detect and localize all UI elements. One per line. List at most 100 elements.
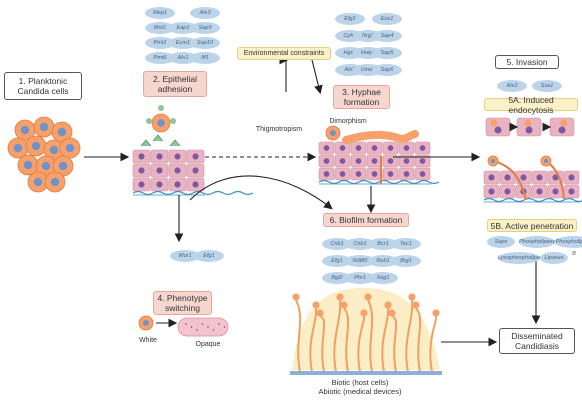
adhesion-epithelium-nucleus — [174, 181, 181, 188]
biofilm-yeast — [292, 293, 300, 301]
gene-bubble: Sap5 — [372, 47, 402, 59]
planktonic-yeast-cell-nucleus — [57, 127, 67, 137]
planktonic-yeast-cell-nucleus — [33, 177, 43, 187]
biofilm-matrix — [292, 288, 440, 370]
adhesin-left — [146, 118, 152, 124]
biofilm-hypha — [333, 299, 342, 373]
biofilm-hypha — [367, 299, 374, 373]
stage-hyphae-box: 3. Hyphae formation — [333, 85, 390, 109]
biofilm-yeast — [316, 309, 324, 317]
endocytosis-nucleus — [558, 126, 566, 134]
gene-bubble: Pmt6 — [145, 52, 175, 64]
opaque-granule — [212, 329, 215, 331]
adhesion-epithelium-nucleus — [138, 167, 145, 174]
biofilm-yeast — [408, 293, 416, 301]
hyphae-epithelium-nucleus — [419, 145, 426, 151]
stage-phenotype-box: 4. Phenotype switching — [153, 291, 212, 315]
gene-bubble: Cnb1 — [345, 238, 375, 250]
hyphae-epithelium-nucleus — [339, 145, 346, 151]
planktonic-yeast-cell-nucleus — [49, 145, 59, 155]
penetration-epithelium-nucleus — [552, 188, 559, 195]
planktonic-yeast-cell-nucleus — [50, 177, 60, 187]
dimorphism-label: Dimorphism — [329, 118, 367, 125]
stage-epithelial-label: 2. Epithelial adhesion — [153, 74, 197, 94]
planktonic-yeast-cell-nucleus — [31, 141, 41, 151]
stage-planktonic-label: 1. Planktonic Candida cells — [17, 76, 69, 96]
gene-bubble: Pmt1 — [145, 37, 175, 49]
gene-bubble: Mnt1 — [145, 22, 175, 34]
gene-bubble: Efg1 — [335, 13, 365, 25]
gene-bubble: Sap9 — [190, 22, 220, 34]
gene-bubble: Bgl2 — [322, 272, 352, 284]
hyphae-epithelium-nucleus — [403, 158, 410, 164]
planktonic-yeast-cell-nucleus — [20, 125, 30, 135]
biofilm-yeast — [336, 293, 344, 301]
adhesin-receptor — [169, 139, 181, 147]
penetration-epithelium-nucleus — [536, 174, 543, 181]
stage-penetration-box: 5B. Active penetration — [487, 219, 577, 232]
adhesion-epithelium-nucleus — [138, 153, 145, 160]
environmental-constraints-label: Environmental constraints — [243, 49, 325, 57]
abiotic-label: Abiotic (medical devices) — [318, 387, 402, 396]
hyphae-epithelium-nucleus — [323, 171, 330, 177]
biofilm-surface — [290, 371, 442, 375]
opaque-cell — [177, 317, 229, 337]
biofilm-yeast — [412, 301, 420, 309]
opaque-granule — [218, 323, 220, 325]
endocytosis-nucleus — [525, 126, 533, 134]
gene-bubble: Phospholipases — [519, 236, 559, 248]
hyphae-epithelium-nucleus — [387, 171, 394, 177]
gene-bubble: Mep1 — [145, 7, 175, 19]
arrow-env-to-hyphae — [311, 59, 323, 95]
opaque-granule — [190, 326, 193, 328]
gene-bubble: Sap4 — [372, 30, 402, 42]
stage-invasion-label: 5. Invasion — [506, 57, 548, 67]
adhesion-epithelium-nucleus — [192, 167, 199, 174]
biofilm-yeast — [340, 301, 348, 309]
adhesion-epithelium-nucleus — [174, 153, 181, 160]
gene-bubble: Efg1 — [194, 250, 224, 262]
biofilm-hypha — [405, 299, 414, 373]
gene-bubble: Xog1 — [368, 272, 398, 284]
stage-invasion-box: 5. Invasion — [495, 55, 559, 69]
biofilm-yeast — [364, 293, 372, 301]
adhesin-right — [170, 118, 176, 124]
penetrating-yeast-nucleus — [490, 158, 496, 164]
hyphae-epithelium-nucleus — [323, 158, 330, 164]
hyphae-epithelium-nucleus — [355, 158, 362, 164]
endocytosed-yeast — [490, 119, 498, 127]
adhesin-top — [158, 105, 164, 111]
stage-penetration-label: 5B. Active penetration — [490, 220, 574, 231]
opaque-granule — [223, 326, 226, 328]
stage-biofilm-box: 6. Biofilm formation — [323, 213, 409, 227]
penetration-epithelium-nucleus — [504, 188, 511, 195]
adhesion-epithelium-basement — [132, 190, 254, 196]
penetration-epithelium-nucleus — [488, 174, 495, 181]
biotic-label: Biotic (host cells) — [331, 378, 389, 387]
adhering-yeast-cell-nucleus — [157, 119, 165, 127]
penetration-epithelium-nucleus — [536, 188, 543, 195]
planktonic-yeast-cell-nucleus — [39, 122, 49, 132]
biofilm-hypha — [391, 315, 398, 373]
stage-phenotype-label: 4. Phenotype switching — [157, 293, 208, 313]
thigmotropism-label: Thigmotropism — [255, 126, 303, 133]
adhesion-epithelium-nucleus — [156, 181, 163, 188]
gene-bubble: Brg1 — [391, 255, 421, 267]
penetration-epithelium-nucleus — [488, 188, 495, 195]
gene-bubble: Als3 — [190, 7, 220, 19]
planktonic-yeast-cell-nucleus — [65, 143, 75, 153]
gene-bubble: Phr1 — [345, 272, 375, 284]
stage-disseminated-label: Disseminated Candidiasis — [511, 331, 563, 351]
hyphae-epithelium-nucleus — [355, 171, 362, 177]
white-yeast-cell-nucleus — [143, 320, 149, 326]
penetration-epithelium-nucleus — [552, 174, 559, 181]
hyphae-epithelium-nucleus — [371, 158, 378, 164]
gene-bubble: Phospholipase B — [554, 236, 582, 257]
biofilm-yeast — [312, 301, 320, 309]
environmental-constraints-box: Environmental constraints — [237, 47, 331, 60]
hypha-filament — [342, 130, 419, 144]
stage-endocytosis-label: 5A. Induced endocytosis — [508, 94, 554, 115]
adhesin-receptor — [140, 139, 152, 147]
stage-epithelial-box: 2. Epithelial adhesion — [143, 71, 207, 97]
adhesion-epithelium-nucleus — [156, 167, 163, 174]
